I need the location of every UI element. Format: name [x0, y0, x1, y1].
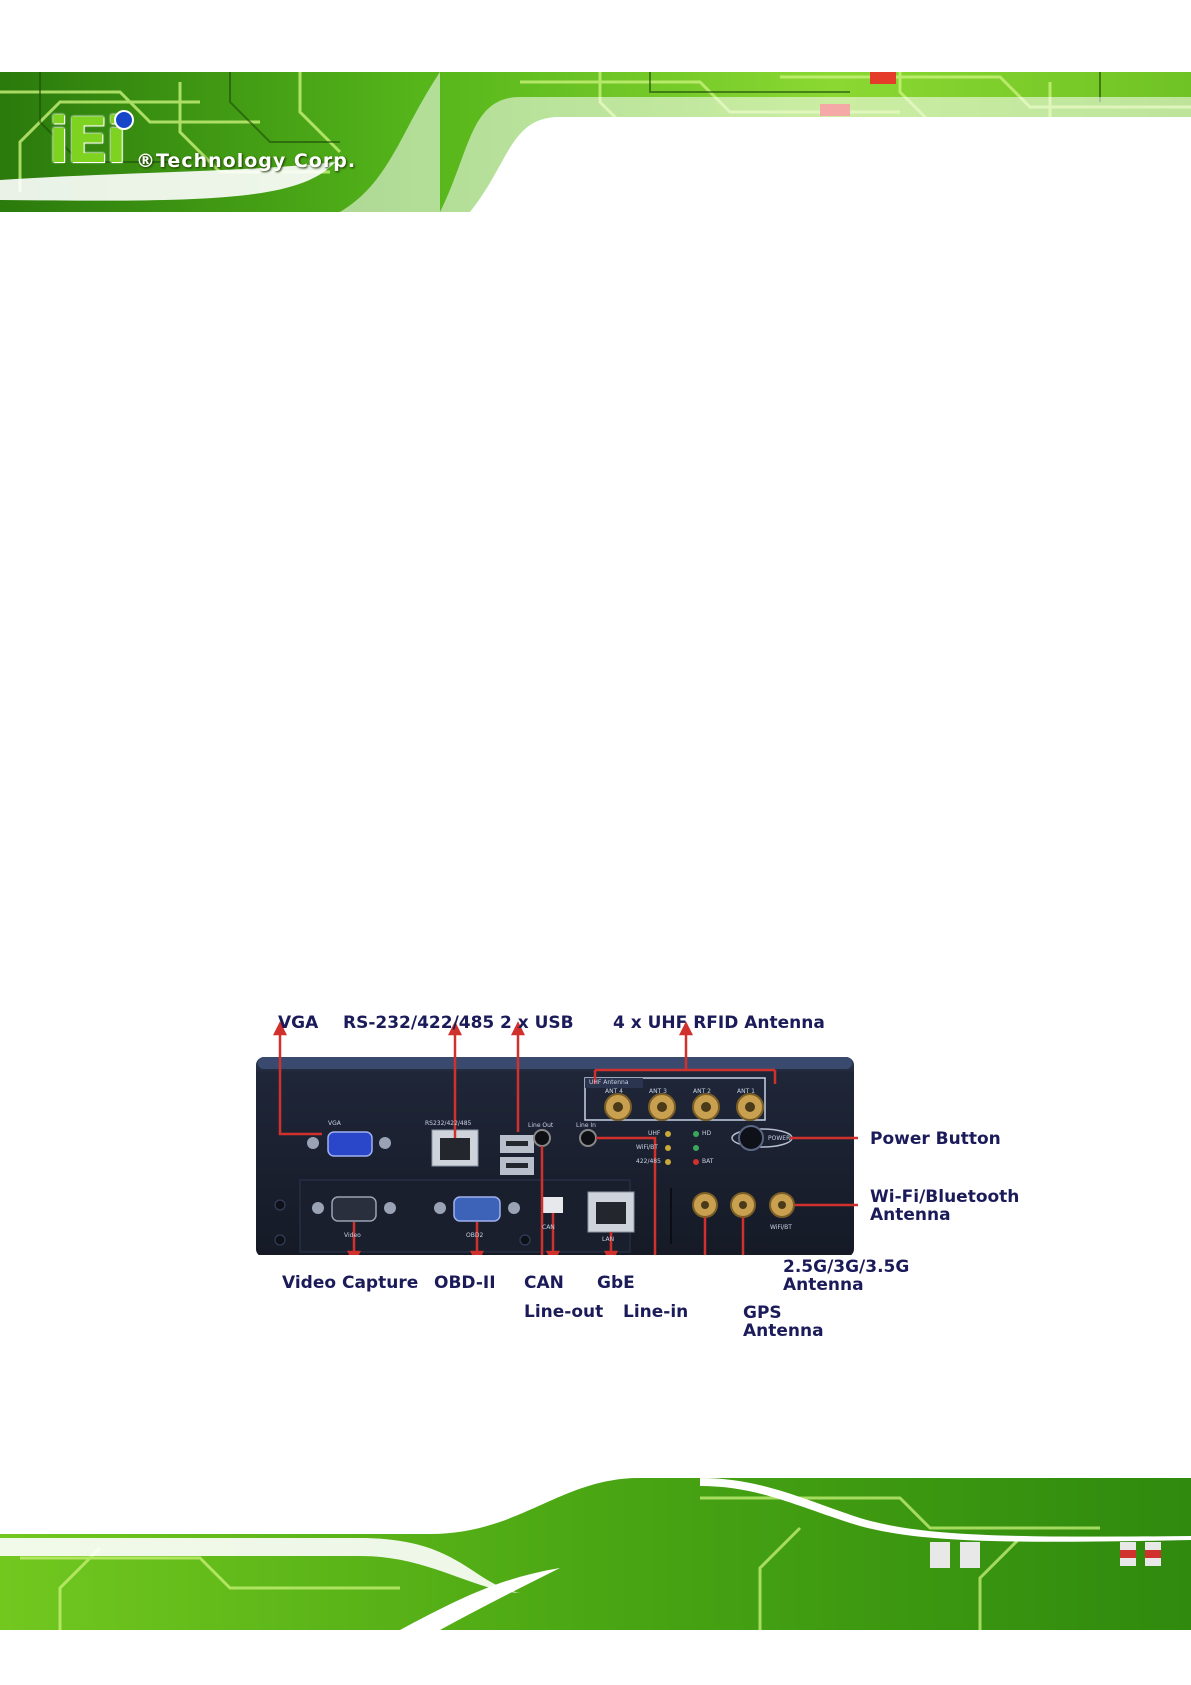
panel-marking-can: CAN [542, 1224, 555, 1231]
label-usb: 2 x USB [500, 1013, 574, 1033]
panel-marking-led-hd: HD [702, 1130, 712, 1137]
panel-marking-line-out: Line Out [528, 1122, 554, 1129]
label-serial: RS-232/422/485 [343, 1013, 495, 1033]
label-wifi-bt-line2: Antenna [870, 1205, 951, 1225]
panel-marking-led-bat: BAT [702, 1158, 714, 1165]
label-gps-line1: GPS [743, 1303, 782, 1323]
panel-marking-vga: VGA [328, 1120, 341, 1127]
footer-banner [0, 1478, 1191, 1630]
uhf-antenna-connectors [604, 1093, 764, 1121]
power-button [731, 1125, 793, 1151]
label-power-button: Power Button [870, 1129, 1001, 1149]
panel-marking-wifi-bt: WiFi/BT [770, 1224, 792, 1231]
label-line-in: Line-in [623, 1302, 689, 1322]
label-cellular-line1: 2.5G/3G/3.5G [783, 1257, 910, 1277]
panel-marking-line-in: Line In [576, 1122, 596, 1129]
label-uhf-antenna: 4 x UHF RFID Antenna [613, 1013, 825, 1033]
logo-tagline: ®Technology Corp. [136, 150, 357, 172]
panel-marking-ant3: ANT 3 [649, 1088, 667, 1095]
panel-marking-video: Video [344, 1232, 361, 1239]
lower-antenna-connectors [692, 1192, 795, 1218]
panel-marking-ant1: ANT 1 [737, 1088, 755, 1095]
header-banner [0, 72, 1191, 212]
line-in-jack [579, 1129, 597, 1147]
panel-marking-serial: RS232/422/485 [425, 1120, 472, 1127]
panel-marking-led-422: 422/485 [636, 1158, 661, 1165]
company-logo: iEi ®Technology Corp. [48, 104, 368, 177]
rear-panel-figure: VGA RS232/422/485 UHF Antenna ANT 4 ANT … [250, 1010, 873, 1334]
label-vga: VGA [278, 1013, 319, 1033]
rear-panel-photo [256, 1021, 873, 1334]
panel-marking-led-wifi: WiFi/BT [636, 1144, 658, 1151]
uhf-antenna-frame [584, 1077, 766, 1121]
status-leds [665, 1131, 699, 1165]
panel-marking-led-uhf: UHF [648, 1130, 661, 1137]
circuit-board-header-graphic [0, 72, 1191, 212]
obd2-port [434, 1196, 520, 1222]
can-port [543, 1197, 563, 1213]
label-line-out: Line-out [524, 1302, 604, 1322]
label-video-capture: Video Capture [282, 1273, 419, 1293]
line-out-jack [533, 1129, 551, 1147]
label-obd2: OBD-II [434, 1273, 496, 1293]
panel-marking-obd2: OBD2 [466, 1232, 484, 1239]
logo-dot-icon [114, 110, 134, 130]
label-can: CAN [524, 1273, 564, 1293]
label-gbe: GbE [597, 1273, 635, 1293]
video-capture-port [312, 1196, 396, 1222]
label-cellular-line2: Antenna [783, 1275, 864, 1295]
panel-marking-power: POWER [768, 1135, 791, 1142]
panel-marking-ant4: ANT 4 [605, 1088, 623, 1095]
panel-marking-ant2: ANT 2 [693, 1088, 711, 1095]
usb-ports [500, 1135, 534, 1175]
label-wifi-bt-line1: Wi-Fi/Bluetooth [870, 1187, 1020, 1207]
circuit-board-footer-graphic [0, 1478, 1191, 1630]
panel-marking-lan: LAN [602, 1236, 615, 1243]
logo-letters: iEi [48, 104, 127, 177]
vga-port [307, 1131, 391, 1157]
panel-marking-uhf-antenna: UHF Antenna [589, 1079, 629, 1086]
label-gps-line2: Antenna [743, 1321, 824, 1341]
